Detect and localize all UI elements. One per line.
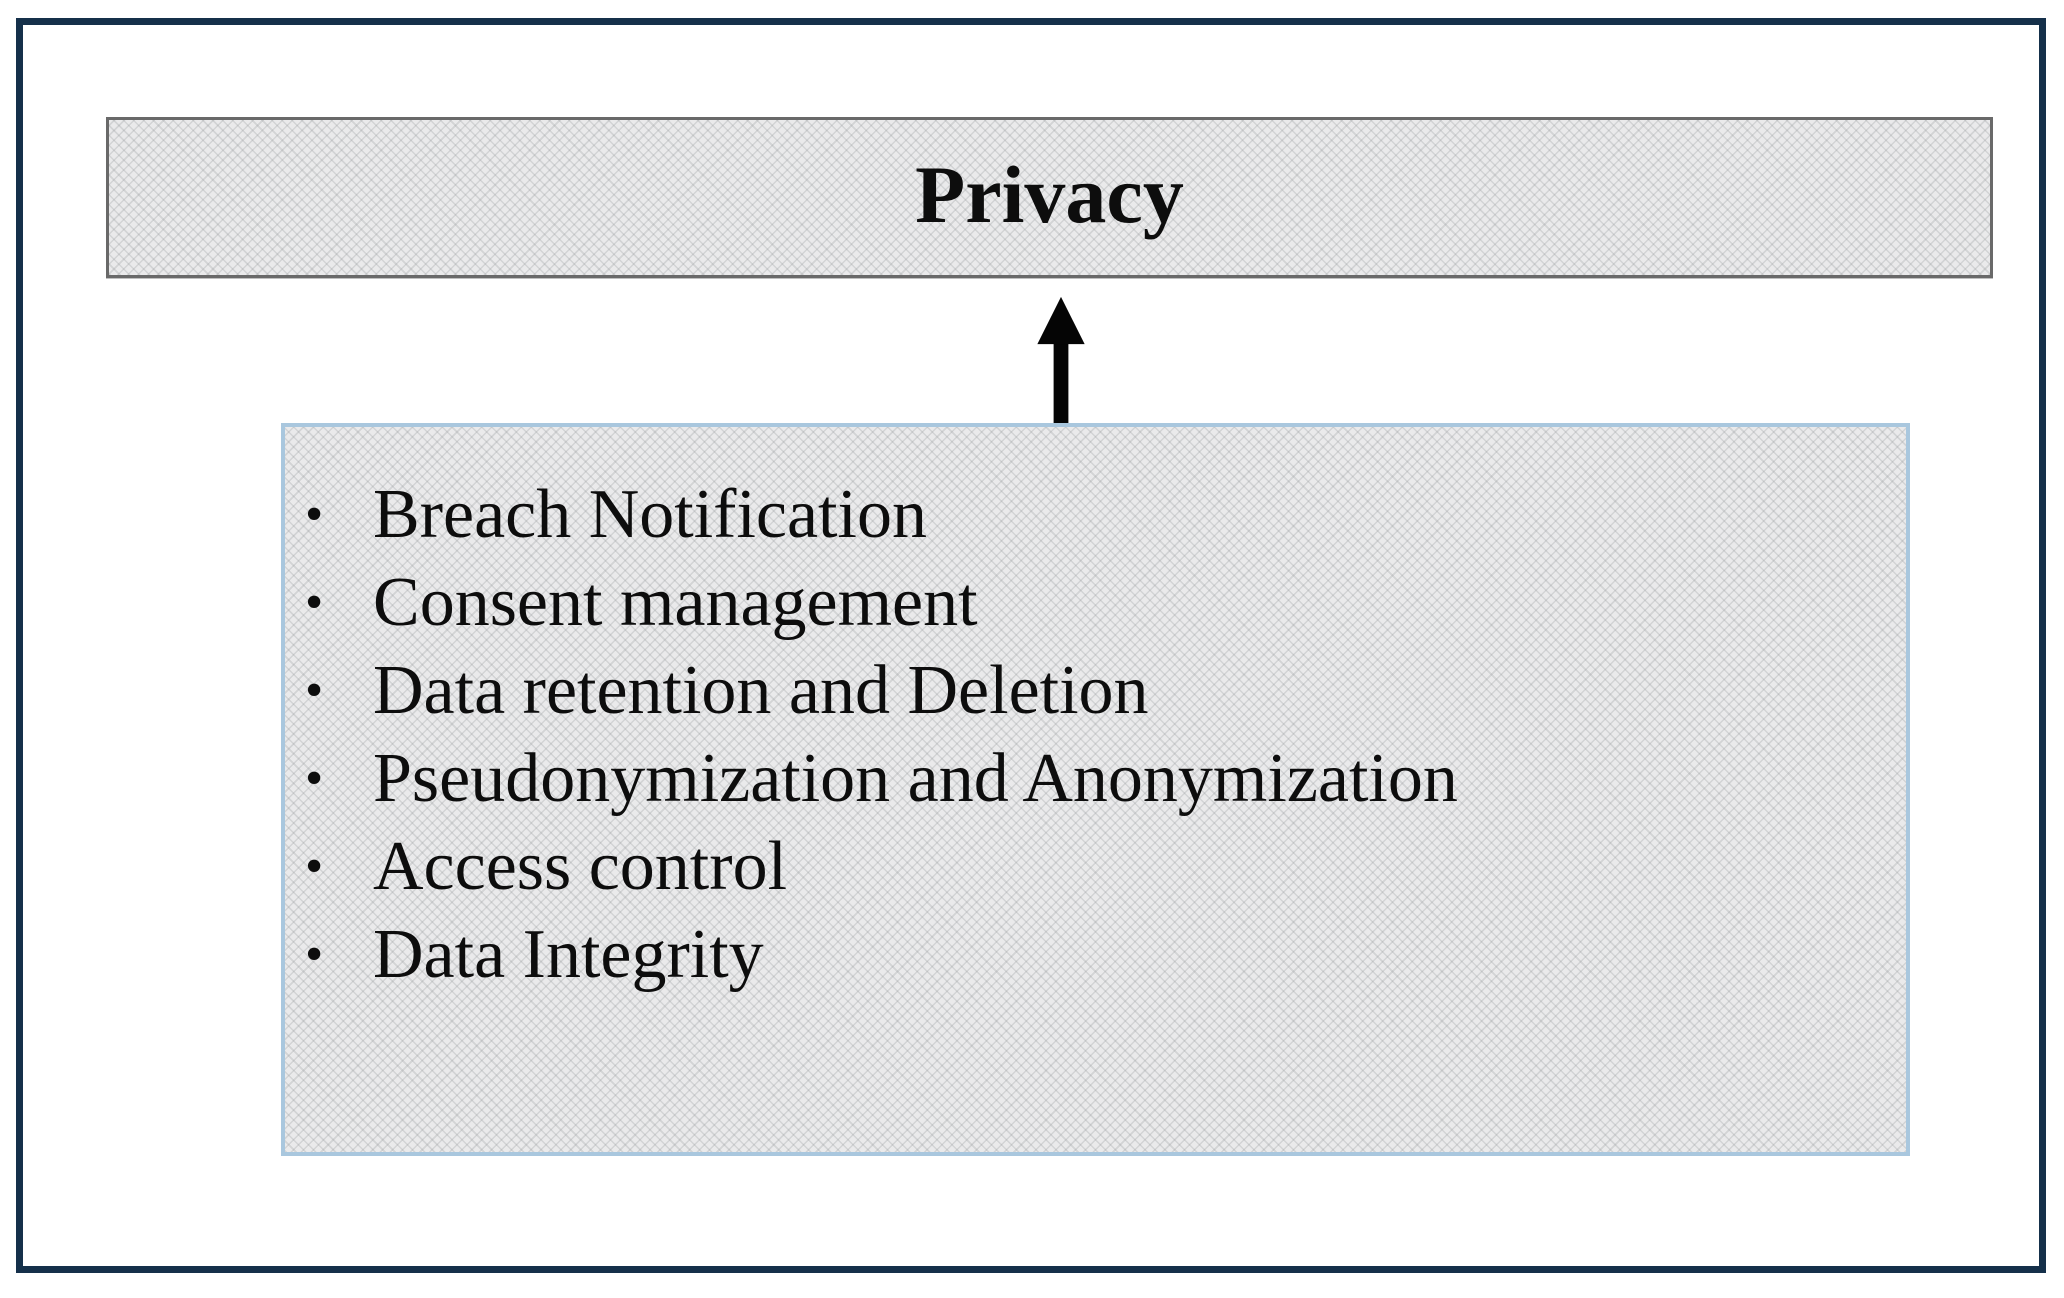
list-item: • Pseudonymization and Anonymization	[285, 735, 1876, 823]
bullet-icon: •	[305, 486, 324, 543]
page-title: Privacy	[915, 148, 1184, 240]
list-item-text: Breach Notification	[373, 476, 927, 553]
list-item: • Breach Notification	[285, 471, 1876, 559]
bullet-icon: •	[305, 838, 324, 895]
list-item-text: Consent management	[373, 564, 978, 641]
list-item: • Data retention and Deletion	[285, 647, 1876, 735]
arrow-up-icon	[1037, 296, 1085, 427]
list-item-text: Access control	[373, 828, 788, 905]
bullet-icon: •	[305, 574, 324, 631]
outer-frame: Privacy • Breach Notification • Consent man…	[16, 18, 2046, 1273]
list-item: • Consent management	[285, 559, 1876, 647]
bullet-icon: •	[305, 662, 324, 719]
list-item-text: Pseudonymization and Anonymization	[373, 740, 1458, 817]
bullet-icon: •	[305, 926, 324, 983]
privacy-controls-list: •Breach Notification•Consent management•…	[285, 427, 1906, 999]
list-item: • Access control	[285, 823, 1876, 911]
privacy-detail-box: •Breach Notification•Consent management•…	[281, 423, 1910, 1156]
list-item-text: Data retention and Deletion	[373, 652, 1149, 729]
list-item-text: Data Integrity	[373, 916, 764, 993]
list-item: • Data Integrity	[285, 911, 1876, 999]
bullet-icon: •	[305, 750, 324, 807]
privacy-title-box: Privacy	[106, 117, 1993, 278]
